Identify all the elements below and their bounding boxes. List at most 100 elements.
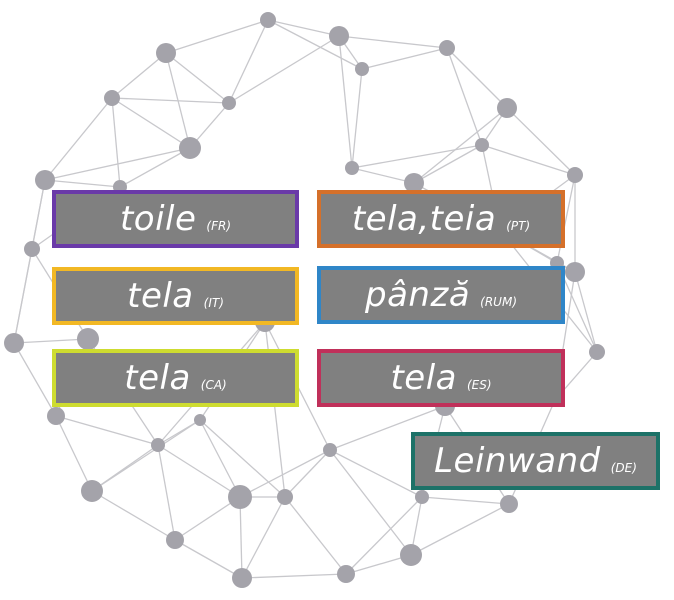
network-edge (157, 444, 176, 541)
network-node (47, 407, 65, 425)
network-node (567, 167, 583, 183)
network-edge (329, 405, 446, 451)
network-edge (91, 490, 176, 541)
network-edge (228, 19, 269, 104)
network-node (77, 328, 99, 350)
network-edge (13, 179, 46, 344)
network-node (355, 62, 369, 76)
term-word: tela (127, 276, 194, 316)
network-node (194, 414, 206, 426)
network-edge (157, 444, 241, 498)
network-node (400, 544, 422, 566)
network-edge (345, 554, 412, 575)
term-word: tela,teia (351, 199, 497, 239)
term-word: toile (119, 199, 197, 239)
network-edge (574, 271, 598, 353)
network-edge (199, 419, 241, 498)
network-edge (556, 174, 576, 264)
network-edge (165, 19, 269, 54)
network-node (156, 43, 176, 63)
network-node (81, 480, 103, 502)
network-node (497, 98, 517, 118)
network-edge (174, 539, 243, 579)
network-edge (351, 167, 415, 184)
network-node (415, 490, 429, 504)
network-edge (446, 47, 508, 109)
term-box-fr: toile (FR) (52, 190, 299, 248)
network-edge (506, 107, 576, 176)
network-node (232, 568, 252, 588)
term-box-rum: pânză (RUM) (317, 266, 565, 324)
network-node (475, 138, 489, 152)
network-node (565, 262, 585, 282)
network-edge (111, 52, 167, 99)
network-node (277, 489, 293, 505)
language-code: (PT) (506, 219, 531, 233)
network-edge (91, 419, 201, 492)
network-edge (338, 35, 353, 169)
network-edge (44, 147, 191, 181)
network-node (166, 531, 184, 549)
network-edge (55, 415, 159, 446)
network-edge (239, 496, 243, 579)
network-node (24, 241, 40, 257)
network-edge (241, 573, 347, 579)
term-box-ca: tela (CA) (52, 349, 299, 407)
term-box-pt: tela,teia (PT) (317, 190, 565, 248)
network-node (104, 90, 120, 106)
network-edge (338, 35, 448, 49)
network-edge (481, 144, 576, 176)
language-code: (ES) (466, 378, 492, 392)
network-edge (410, 503, 510, 556)
network-edge (44, 97, 113, 181)
language-code: (IT) (203, 296, 224, 310)
network-node (179, 137, 201, 159)
term-word: tela (124, 358, 191, 398)
network-edge (44, 179, 121, 188)
network-node (35, 170, 55, 190)
network-edge (267, 19, 363, 70)
network-edge (228, 35, 340, 104)
network-edge (351, 68, 363, 169)
network-edge (345, 496, 423, 575)
network-node (151, 438, 165, 452)
network-edge (413, 107, 508, 184)
network-edge (421, 496, 510, 505)
network-edge (361, 47, 448, 70)
network-node (337, 565, 355, 583)
network-edge (165, 52, 230, 104)
network-node (589, 344, 605, 360)
network-edge (329, 449, 412, 556)
network-node (260, 12, 276, 28)
network-edge (329, 449, 423, 498)
network-node (228, 485, 252, 509)
network-edge (241, 496, 286, 579)
network-edge (446, 47, 483, 146)
network-edge (239, 449, 331, 498)
network-node (404, 173, 424, 193)
network-node (222, 96, 236, 110)
network-nodes (4, 12, 605, 588)
term-box-de: Leinwand (DE) (411, 432, 660, 490)
network-edge (284, 449, 331, 498)
language-code: (RUM) (480, 295, 517, 309)
term-word: pânză (365, 275, 471, 315)
network-node (439, 40, 455, 56)
term-word: tela (390, 358, 457, 398)
network-node (345, 161, 359, 175)
network-edge (55, 415, 93, 492)
term-word: Leinwand (434, 441, 601, 481)
network-edge (13, 338, 89, 344)
network-edge (284, 496, 347, 575)
term-box-es: tela (ES) (317, 349, 565, 407)
term-box-it: tela (IT) (52, 267, 299, 325)
network-node (500, 495, 518, 513)
network-edge (119, 147, 191, 188)
network-edge (111, 97, 230, 104)
network-edge (13, 342, 57, 417)
network-edge (267, 19, 340, 37)
network-node (323, 443, 337, 457)
network-edge (174, 496, 241, 541)
network-edge (199, 419, 286, 498)
